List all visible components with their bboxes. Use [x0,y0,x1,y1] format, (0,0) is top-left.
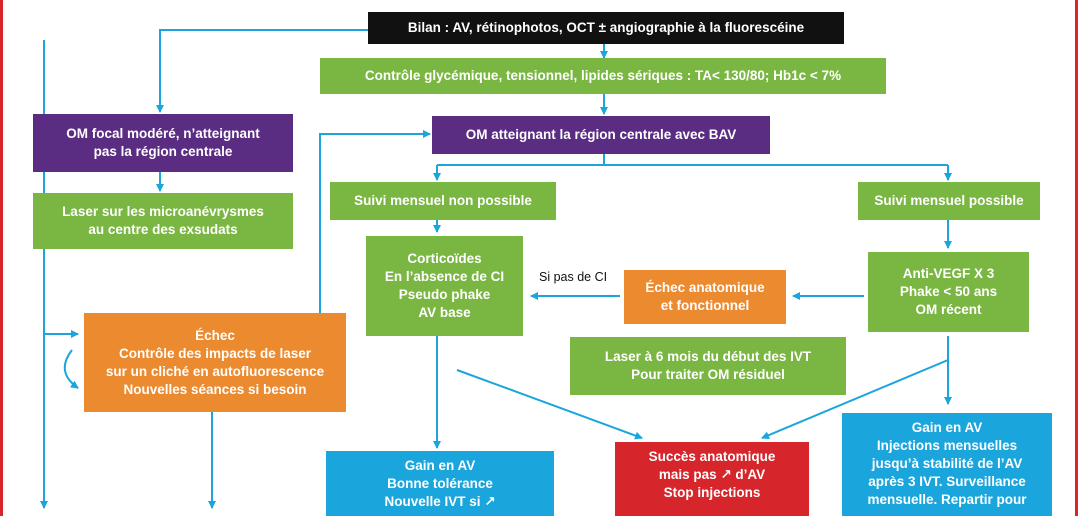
node-echec-anatomique-line: Échec anatomique [645,280,765,295]
node-laser-6mois: Laser à 6 mois du début des IVT Pour tra… [570,337,846,395]
node-succes-line: Stop injections [663,485,761,500]
node-gain-inj-line: Gain en AV [911,420,983,435]
node-bilan-line: Bilan : AV, rétinophotos, OCT ± angiogra… [407,20,805,35]
node-corticoides-line: Corticoïdes [407,251,482,266]
node-suivi-oui: Suivi mensuel possible [858,182,1040,220]
node-om-focal: OM focal modéré, n’atteignant pas la rég… [33,114,293,172]
node-corticoides-line: En l’absence de CI [384,269,505,284]
node-controle-line: Contrôle glycémique, tensionnel, lipides… [364,68,842,83]
node-echec-anatomique-line: et fonctionnel [660,298,750,313]
node-om-central-line: OM atteignant la région centrale avec BA… [465,127,737,142]
node-gain-inj-line: après 3 IVT. Surveillance [868,474,1026,489]
edge-om-central-split [437,154,948,166]
node-gain-inj-line: Injections mensuelles [876,438,1018,453]
node-succes-line: mais pas ↗ d’AV [658,467,766,482]
node-laser-micro-line: au centre des exsudats [88,222,238,237]
node-suivi-oui-line: Suivi mensuel possible [874,193,1024,208]
node-succes-line: Succès anatomique [648,449,776,464]
node-echec-anatomique: Échec anatomique et fonctionnel [624,270,786,324]
node-gain-inj-line: jusqu’à stabilité de l’AV [871,456,1023,471]
edge-bilan-to-om-focal [156,29,368,113]
node-corticoides-line: Pseudo phake [398,287,491,302]
node-gain-injections: Gain en AV Injections mensuelles jusqu’à… [842,413,1052,516]
node-controle: Contrôle glycémique, tensionnel, lipides… [320,58,886,94]
node-gain-inj-line: mensuelle. Repartir pour [867,492,1027,507]
node-gain-bonne-line: Gain en AV [404,458,476,473]
node-echec-laser: Échec Contrôle des impacts de laser sur … [84,313,346,412]
node-bilan: Bilan : AV, rétinophotos, OCT ± angiogra… [368,12,844,44]
node-corticoides-line: AV base [418,305,471,320]
node-echec-laser-line: sur un cliché en autofluorescence [105,363,325,379]
node-anti-vegf-line: OM récent [915,302,982,317]
edge-label-si-pas-ci: Si pas de CI [539,270,608,284]
node-anti-vegf-line: Anti-VEGF X 3 [902,266,995,281]
node-anti-vegf-line: Phake < 50 ans [899,284,998,299]
edge-cortico-to-succes [456,369,643,440]
node-anti-vegf: Anti-VEGF X 3 Phake < 50 ans OM récent [868,252,1029,332]
node-corticoides: Corticoïdes En l’absence de CI Pseudo ph… [366,236,523,336]
node-gain-bonne-line: Bonne tolérance [387,476,493,491]
node-suivi-non: Suivi mensuel non possible [330,182,556,220]
node-gain-bonne-line: Nouvelle IVT si ↗ [384,494,496,509]
node-om-central: OM atteignant la région centrale avec BA… [432,116,770,154]
node-succes-anatomique: Succès anatomique mais pas ↗ d’AV Stop i… [615,442,809,516]
node-suivi-non-line: Suivi mensuel non possible [354,193,532,208]
node-laser-6mois-line: Laser à 6 mois du début des IVT [604,349,812,364]
edge-echec-loop-to-om-central [319,130,431,313]
node-gain-bonne-tolerance: Gain en AV Bonne tolérance Nouvelle IVT … [326,451,554,516]
node-om-focal-line: pas la région centrale [93,144,233,159]
node-laser-6mois-line: Pour traiter OM résiduel [631,367,785,382]
node-echec-laser-line: Contrôle des impacts de laser [118,345,312,361]
node-om-focal-line: OM focal modéré, n’atteignant [66,126,260,141]
node-laser-micro: Laser sur les microanévrysmes au centre … [33,193,293,249]
node-echec-laser-line: Nouvelles séances si besoin [123,381,307,397]
node-echec-laser-line: Échec [195,327,235,343]
edge-echec-self-loop [63,349,79,389]
node-laser-micro-line: Laser sur les microanévrysmes [62,204,264,219]
